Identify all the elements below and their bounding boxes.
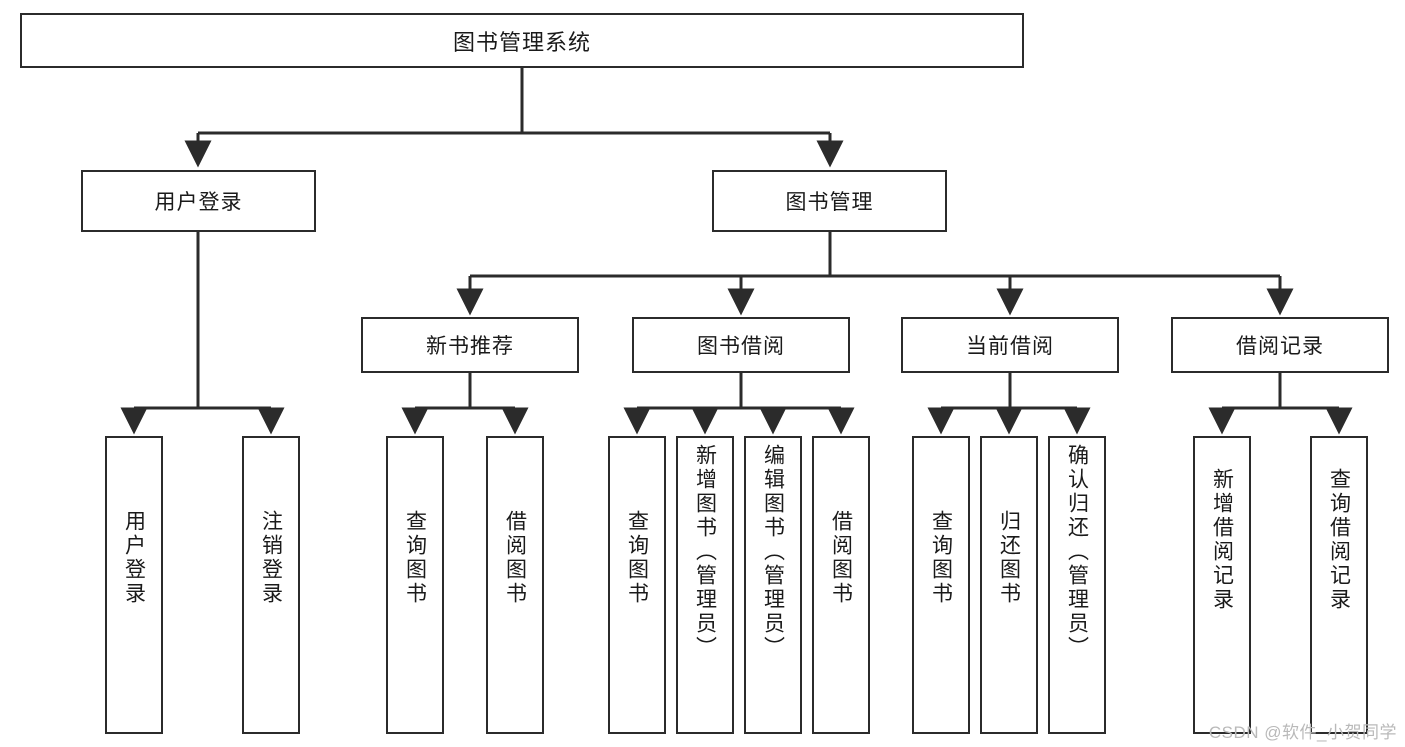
leaf-node-label: 查询图书 xyxy=(403,510,427,606)
node-new-book-recommend[interactable]: 新书推荐 xyxy=(361,317,579,373)
leaf-node[interactable]: 注销登录 xyxy=(242,436,300,734)
leaf-node-label: 新增图书（管理员） xyxy=(693,444,717,660)
leaf-node[interactable]: 新增借阅记录 xyxy=(1193,436,1251,734)
leaf-node[interactable]: 编辑图书（管理员） xyxy=(744,436,802,734)
node-borrow-record[interactable]: 借阅记录 xyxy=(1171,317,1389,373)
leaf-node-label: 查询借阅记录 xyxy=(1327,468,1351,612)
node-user-login[interactable]: 用户登录 xyxy=(81,170,316,232)
leaf-node-label: 查询图书 xyxy=(625,510,649,606)
node-book-management[interactable]: 图书管理 xyxy=(712,170,947,232)
leaf-node[interactable]: 用户登录 xyxy=(105,436,163,734)
leaf-node-label: 编辑图书（管理员） xyxy=(761,444,785,660)
leaf-node-label: 查询图书 xyxy=(929,510,953,606)
leaf-node[interactable]: 查询借阅记录 xyxy=(1310,436,1368,734)
leaf-node-label: 借阅图书 xyxy=(829,510,853,606)
leaf-node[interactable]: 归还图书 xyxy=(980,436,1038,734)
leaf-node[interactable]: 查询图书 xyxy=(386,436,444,734)
leaf-node-label: 新增借阅记录 xyxy=(1210,468,1234,612)
leaf-node[interactable]: 借阅图书 xyxy=(812,436,870,734)
node-current-borrow[interactable]: 当前借阅 xyxy=(901,317,1119,373)
leaf-node[interactable]: 查询图书 xyxy=(912,436,970,734)
leaf-node[interactable]: 借阅图书 xyxy=(486,436,544,734)
leaf-node-label: 确认归还（管理员） xyxy=(1065,444,1089,660)
leaf-node-label: 注销登录 xyxy=(259,510,283,606)
leaf-node[interactable]: 新增图书（管理员） xyxy=(676,436,734,734)
node-book-borrow[interactable]: 图书借阅 xyxy=(632,317,850,373)
leaf-node-label: 借阅图书 xyxy=(503,510,527,606)
leaf-node[interactable]: 查询图书 xyxy=(608,436,666,734)
leaf-node-label: 用户登录 xyxy=(122,510,146,606)
leaf-node-label: 归还图书 xyxy=(997,510,1021,606)
leaf-node[interactable]: 确认归还（管理员） xyxy=(1048,436,1106,734)
node-root-system[interactable]: 图书管理系统 xyxy=(20,13,1024,68)
